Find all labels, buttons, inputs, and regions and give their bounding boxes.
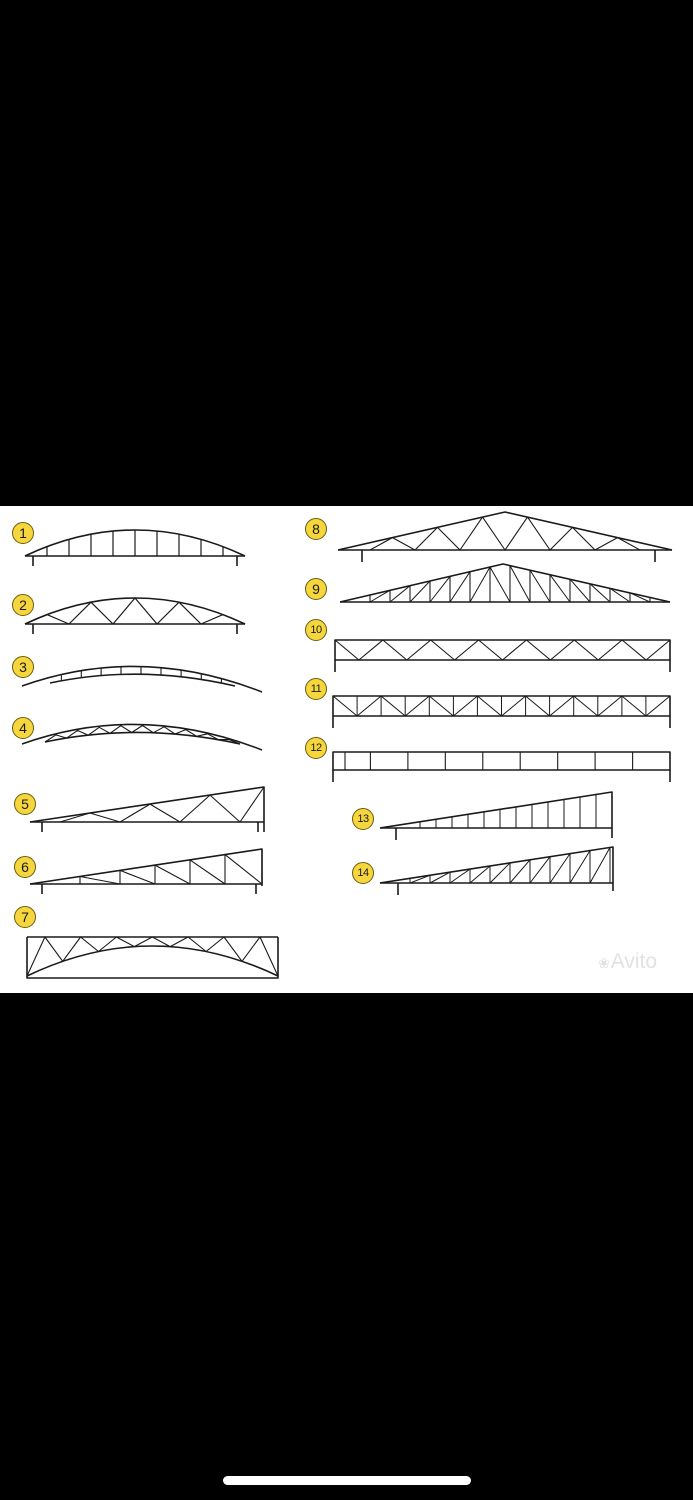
truss-4-bottom-chord <box>44 731 241 745</box>
diagram-number-11: 11 <box>305 678 327 700</box>
avito-watermark: ❀Avito <box>598 950 657 974</box>
truss-14-diag-4 <box>489 862 511 884</box>
truss-7-web <box>26 936 279 977</box>
truss-14-diag-6 <box>529 856 551 884</box>
truss-9-diag-7 <box>509 565 531 603</box>
diagram-number-4: 4 <box>12 717 34 739</box>
truss-6-diag-1 <box>119 869 156 885</box>
truss-14-diag-2 <box>449 868 471 884</box>
truss-9-diag-5 <box>469 566 491 603</box>
truss-diagram-panel: 1 2 3 4 5 6 7 8 9 10 11 12 13 14 <box>0 506 693 993</box>
truss-14-diag-0 <box>409 874 431 884</box>
truss-12-supports <box>332 770 671 782</box>
truss-7-frame <box>26 937 279 979</box>
truss-9-diag-3 <box>429 576 451 603</box>
truss-14-diag-9 <box>589 847 611 884</box>
diagram-number-13: 13 <box>352 808 374 830</box>
truss-8-top-chords <box>337 511 673 551</box>
truss-9-diag-6 <box>489 566 511 603</box>
truss-10-frame <box>334 639 671 661</box>
diagram-number-9: 9 <box>305 578 327 600</box>
truss-drawings <box>21 511 673 979</box>
diagram-number-7: 7 <box>14 906 36 928</box>
truss-6-diag-3 <box>189 859 226 885</box>
truss-6-diag-2 <box>154 864 191 885</box>
truss-5-web <box>59 786 265 823</box>
truss-14-diag-3 <box>469 865 491 884</box>
truss-8-web <box>369 516 641 551</box>
diagram-number-2: 2 <box>12 594 34 616</box>
truss-9-diag-9 <box>549 574 571 603</box>
truss-9-top-chords <box>339 563 671 603</box>
truss-3-top-chord <box>21 665 263 693</box>
truss-9-diag-2 <box>409 580 431 603</box>
truss-9-diag-12 <box>609 587 631 603</box>
truss-2-top-chord <box>24 597 246 625</box>
truss-14-diag-8 <box>569 850 591 884</box>
truss-6-diag-4 <box>224 854 263 885</box>
diagram-number-8: 8 <box>305 518 327 540</box>
diagram-number-12: 12 <box>305 737 327 759</box>
truss-12-frame <box>332 751 671 771</box>
truss-13-outline <box>379 791 613 838</box>
diagram-number-1: 1 <box>12 522 34 544</box>
truss-14-diag-5 <box>509 859 531 884</box>
truss-10-supports <box>334 660 671 672</box>
diagram-number-5: 5 <box>14 793 36 815</box>
diagram-number-6: 6 <box>14 856 36 878</box>
truss-14-diag-1 <box>429 871 451 884</box>
home-indicator[interactable] <box>223 1476 471 1485</box>
truss-9-diag-11 <box>589 583 611 603</box>
truss-4-web <box>44 724 241 745</box>
truss-9-diag-4 <box>449 571 471 603</box>
truss-10-web <box>334 639 671 661</box>
truss-9-diag-1 <box>389 585 411 603</box>
truss-14-outline <box>379 846 614 891</box>
truss-11-web <box>332 695 671 717</box>
truss-9-diag-13 <box>629 592 651 603</box>
diagram-number-14: 14 <box>352 862 374 884</box>
avito-logo-icon: ❀ <box>598 955 610 971</box>
truss-2-web <box>24 597 246 625</box>
truss-3-bottom-chord <box>49 673 236 687</box>
diagram-number-3: 3 <box>12 656 34 678</box>
truss-9-diag-10 <box>569 578 591 603</box>
truss-5-outline <box>29 786 265 832</box>
truss-14-diag-7 <box>549 853 571 884</box>
truss-9-diag-0 <box>369 589 391 603</box>
truss-7-bottom-arch <box>26 945 279 977</box>
truss-11-supports <box>332 716 671 728</box>
truss-9-diag-8 <box>529 569 551 603</box>
diagram-number-10: 10 <box>305 619 327 641</box>
truss-4-top-chord <box>21 723 263 751</box>
avito-watermark-text: Avito <box>610 950 658 973</box>
truss-6-diag-0 <box>79 875 121 885</box>
